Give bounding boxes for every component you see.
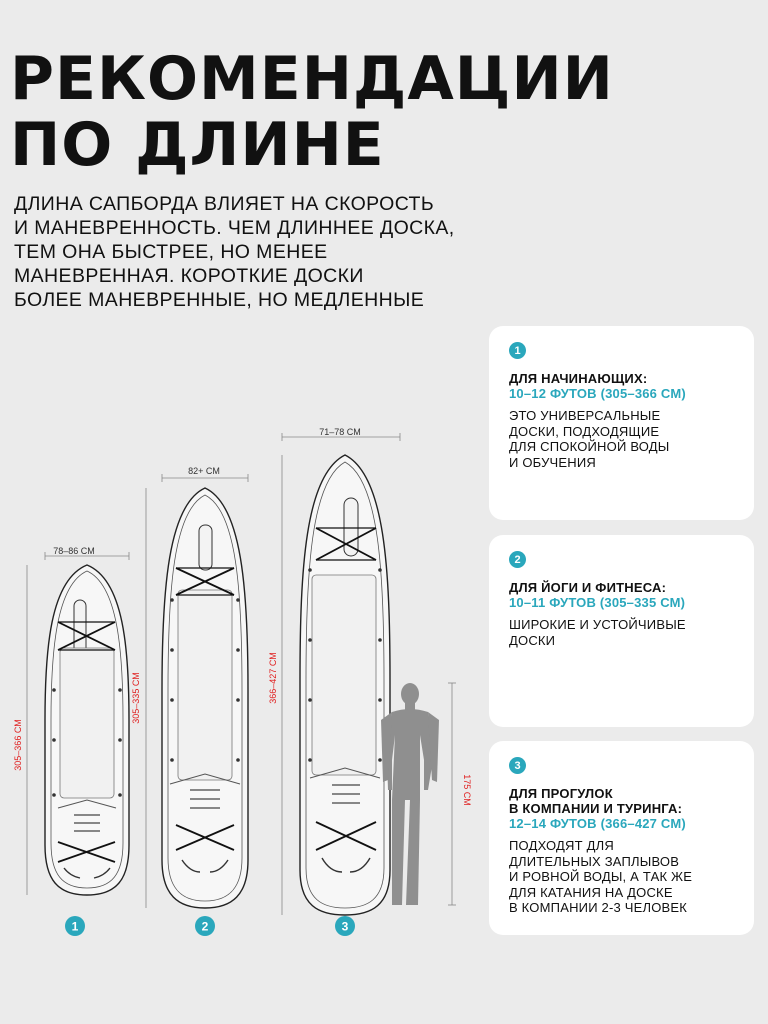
page-title: РЕКОМЕНДАЦИИ ПО ДЛИНЕ [10,46,750,178]
board-2 [161,487,249,909]
card-touring: 3 ДЛЯ ПРОГУЛОК В КОМПАНИИ И ТУРИНГА: 12–… [489,741,754,935]
board-2-length-label: 305–335 СМ [131,672,141,723]
card-desc-line: ШИРОКИЕ И УСТОЙЧИВЫЕ [509,617,686,632]
intro-text: ДЛИНА САПБОРДА ВЛИЯЕТ НА СКОРОСТЬ И МАНЕ… [14,192,574,312]
card-number-badge: 1 [509,342,526,359]
card-desc-line: ДЛЯ КАТАНИЯ НА ДОСКЕ [509,884,673,900]
intro-line: ТЕМ ОНА БЫСТРЕЕ, НО МЕНЕЕ [14,241,328,263]
card-heading-line: ДЛЯ НАЧИНАЮЩИХ: [509,371,648,386]
card-description: ЭТО УНИВЕРСАЛЬНЫЕ ДОСКИ, ПОДХОДЯЩИЕ ДЛЯ … [509,408,736,470]
intro-line: ДЛИНА САПБОРДА ВЛИЯЕТ НА СКОРОСТЬ [14,193,435,215]
card-desc-line: ДЛИТЕЛЬНЫХ ЗАПЛЫВОВ [509,853,680,869]
card-desc-line: ДЛЯ СПОКОЙНОЙ ВОДЫ [509,439,670,454]
intro-line: МАНЕВРЕННАЯ. КОРОТКИЕ ДОСКИ [14,265,364,287]
card-number-badge: 3 [509,757,526,774]
card-desc-line: ДОСКИ [509,632,556,648]
card-yoga-fitness: 2 ДЛЯ ЙОГИ И ФИТНЕСА: 10–11 ФУТОВ (305–3… [489,535,754,727]
intro-line: БОЛЕЕ МАНЕВРЕННЫЕ, НО МЕДЛЕННЫЕ [14,289,425,311]
card-heading-line: В КОМПАНИИ И ТУРИНГА: [509,801,683,816]
card-desc-line: В КОМПАНИИ 2-3 ЧЕЛОВЕК [509,900,688,915]
board-2-number: 2 [202,920,209,934]
board-1-length-label: 305–366 СМ [13,719,23,770]
person-height-label: 175 СМ [462,774,472,805]
person-silhouette-icon [381,683,439,905]
card-heading: ДЛЯ ЙОГИ И ФИТНЕСА: [509,580,736,595]
title-line-1: РЕКОМЕНДАЦИИ [10,44,614,114]
title-line-2: ПО ДЛИНЕ [10,110,385,180]
card-heading: ДЛЯ НАЧИНАЮЩИХ: [509,371,736,386]
card-desc-line: ПОДХОДЯТ ДЛЯ [509,838,614,853]
board-3-length-label: 366–427 СМ [268,652,278,703]
card-range: 10–12 ФУТОВ (305–366 СМ) [509,386,686,401]
card-description: ПОДХОДЯТ ДЛЯ ДЛИТЕЛЬНЫХ ЗАПЛЫВОВ И РОВНО… [509,838,736,916]
card-beginners: 1 ДЛЯ НАЧИНАЮЩИХ: 10–12 ФУТОВ (305–366 С… [489,326,754,520]
board-3-width-label: 71–78 СМ [319,427,360,437]
card-heading: ДЛЯ ПРОГУЛОК В КОМПАНИИ И ТУРИНГА: [509,786,736,816]
card-heading-line: ДЛЯ ПРОГУЛОК [509,786,613,801]
board-1-number: 1 [72,920,79,934]
card-number-badge: 2 [509,551,526,568]
card-desc-line: И ОБУЧЕНИЯ [509,454,597,470]
card-desc-line: ДОСКИ, ПОДХОДЯЩИЕ [509,423,660,439]
board-1-width-label: 78–86 СМ [53,546,94,556]
card-range: 10–11 ФУТОВ (305–335 СМ) [509,595,686,610]
intro-line: И МАНЕВРЕННОСТЬ. ЧЕМ ДЛИННЕЕ ДОСКА, [14,217,455,239]
board-1-badge: 1 [65,916,85,936]
board-3-number: 3 [342,920,349,934]
card-desc-line: ЭТО УНИВЕРСАЛЬНЫЕ [509,408,661,423]
board-2-badge: 2 [195,916,215,936]
board-2-width-label: 82+ СМ [188,466,220,476]
board-3 [299,454,391,916]
card-heading-line: ДЛЯ ЙОГИ И ФИТНЕСА: [509,580,667,595]
board-3-badge: 3 [335,916,355,936]
card-desc-line: И РОВНОЙ ВОДЫ, А ТАК ЖЕ [509,869,693,884]
board-1 [44,564,130,896]
card-range: 12–14 ФУТОВ (366–427 СМ) [509,816,686,831]
card-description: ШИРОКИЕ И УСТОЙЧИВЫЕ ДОСКИ [509,617,736,648]
